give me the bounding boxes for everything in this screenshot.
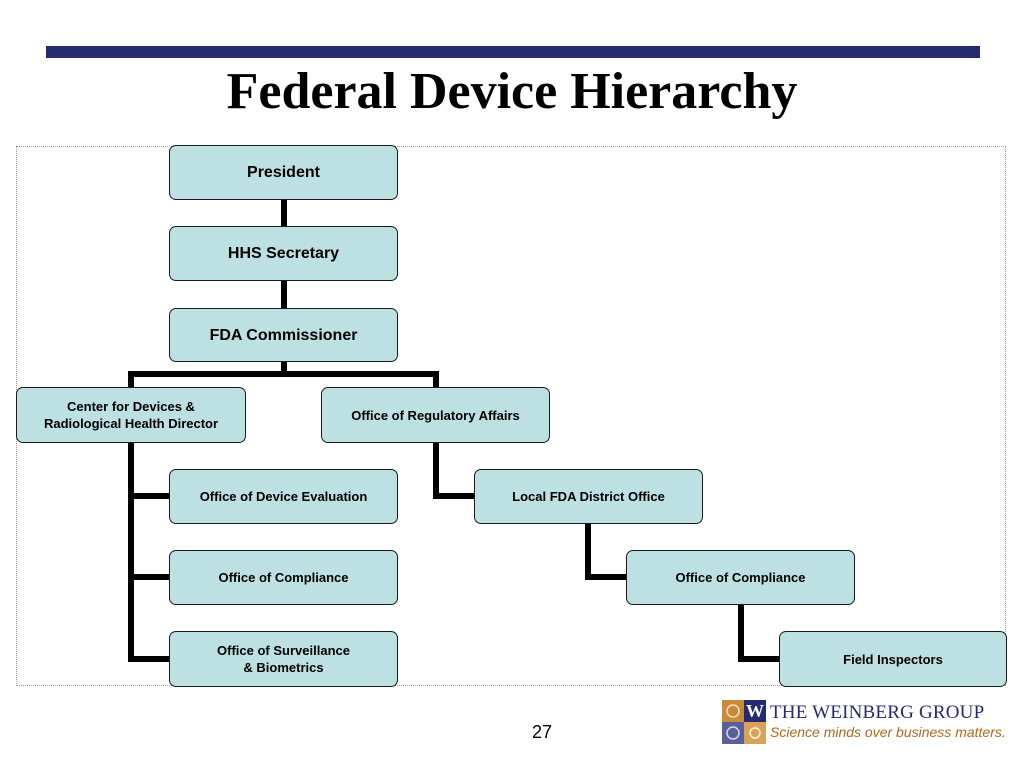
- org-box-cdrh-compliance: Office of Compliance: [169, 550, 398, 605]
- org-box-field-inspectors: Field Inspectors: [779, 631, 1007, 687]
- connector-ora-district: [433, 440, 477, 499]
- connector-compliance-inspectors: [738, 602, 782, 662]
- logo-tagline: Science minds over business matters.: [770, 724, 1006, 740]
- title-rule: [46, 46, 980, 58]
- page-number: 27: [531, 722, 553, 742]
- weinberg-logo: W THE WEINBERG GROUP Science minds over …: [722, 700, 1006, 744]
- org-box-district-compliance: Office of Compliance: [626, 550, 855, 605]
- org-box-regulatory-affairs: Office of Regulatory Affairs: [321, 387, 550, 443]
- slide-title: Federal Device Hierarchy: [226, 63, 798, 120]
- org-box-surveillance-biometrics: Office of Surveillance & Biometrics: [169, 631, 398, 687]
- org-box-cdrh-director: Center for Devices & Radiological Health…: [16, 387, 246, 443]
- weinberg-logo-mark-icon: W: [722, 700, 766, 744]
- logo-mark-letter: W: [746, 701, 764, 721]
- logo-company-name: THE WEINBERG GROUP: [770, 702, 985, 723]
- org-box-district-office: Local FDA District Office: [474, 469, 703, 524]
- org-box-president: President: [169, 145, 398, 200]
- org-box-fda-commissioner: FDA Commissioner: [169, 308, 398, 362]
- connector-district-compliance: [585, 520, 629, 580]
- org-box-hhs-secretary: HHS Secretary: [169, 226, 398, 281]
- org-box-device-evaluation: Office of Device Evaluation: [169, 469, 398, 524]
